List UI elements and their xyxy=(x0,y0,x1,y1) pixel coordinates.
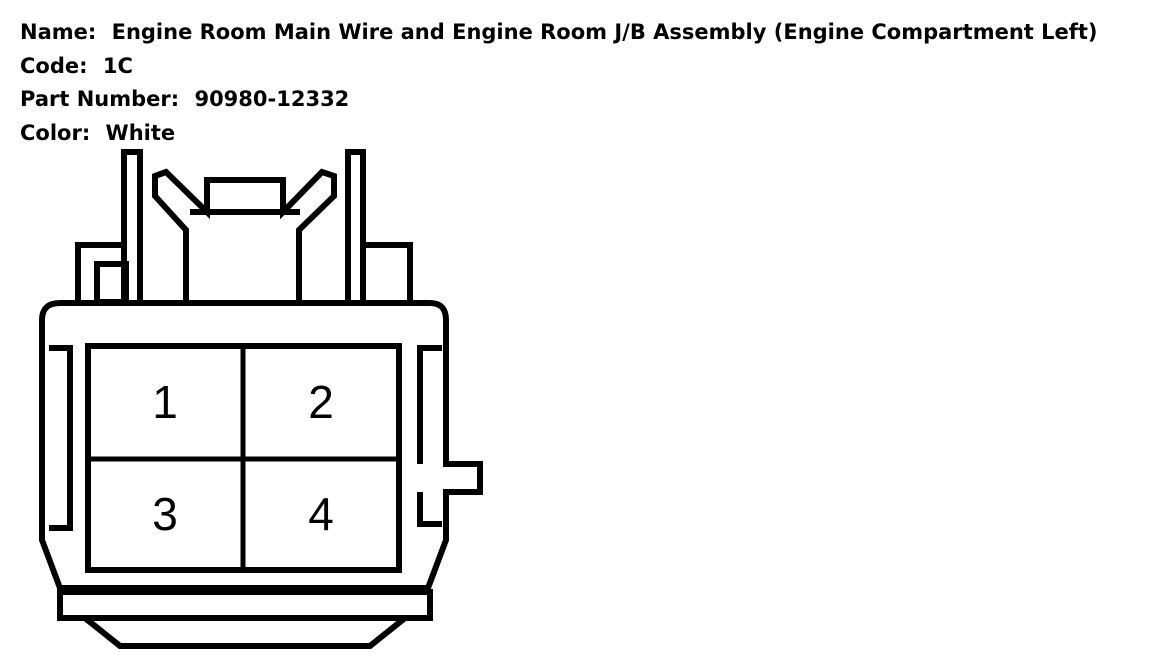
color-row: Color: White xyxy=(20,117,1098,151)
connector-bottom-flange xyxy=(57,589,433,621)
connector-latch-right xyxy=(345,149,366,303)
code-label: Code: xyxy=(20,53,88,78)
pin-4-label: 4 xyxy=(308,488,334,540)
pin-1-label: 1 xyxy=(152,376,178,428)
code-value: 1C xyxy=(102,53,133,78)
connector-latch-left xyxy=(121,149,143,303)
code-row: Code: 1C xyxy=(20,50,1098,84)
connector-info: Name: Engine Room Main Wire and Engine R… xyxy=(20,16,1098,150)
name-row: Name: Engine Room Main Wire and Engine R… xyxy=(20,16,1098,50)
connector-housing xyxy=(39,300,483,591)
part-number-row: Part Number: 90980-12332 xyxy=(20,83,1098,117)
connector-side-rail-left xyxy=(49,345,73,531)
connector-side-rail-right xyxy=(417,345,442,527)
pin-3-label: 3 xyxy=(152,488,178,540)
connector-bottom-skirt xyxy=(83,615,407,649)
connector-latch-frame xyxy=(75,242,413,303)
color-label: Color: xyxy=(20,120,91,145)
connector-lock-profile xyxy=(152,168,337,303)
pin-2-label: 2 xyxy=(308,376,334,428)
name-value: Engine Room Main Wire and Engine Room J/… xyxy=(111,20,1098,44)
name-label: Name: xyxy=(20,20,97,44)
part-number-label: Part Number: xyxy=(20,87,180,111)
color-value: White xyxy=(105,120,176,145)
part-number-value: 90980-12332 xyxy=(194,87,350,111)
